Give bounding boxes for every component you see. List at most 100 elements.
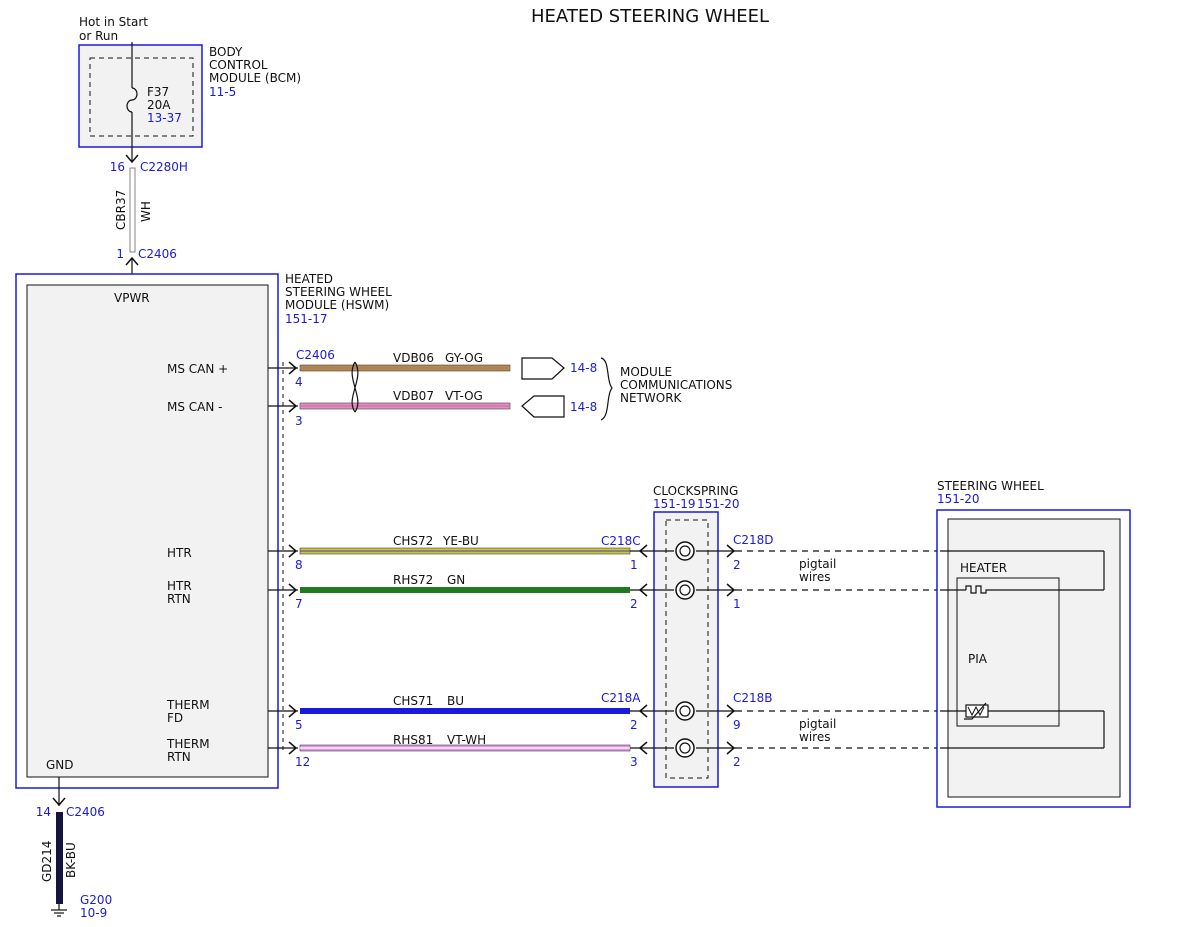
clockspring-inner-dashed [665, 519, 709, 779]
mscan-minus-chevron-icon [288, 399, 298, 413]
gnd-wire-color: BK-BU [64, 842, 78, 878]
bcm-ref: 11-5 [209, 85, 236, 99]
htr-rtn-out-pin: 1 [733, 597, 741, 611]
therm-fd-color: BU [447, 694, 464, 708]
steering-wheel-label: STEERING WHEEL [937, 479, 1044, 493]
pin-label-mscan-minus: MS CAN - [167, 400, 223, 414]
bcm-label-3: MODULE (BCM) [209, 71, 301, 85]
pin-label-therm-rtn-1: THERM [166, 737, 210, 751]
pin-label-mscan-plus: MS CAN + [167, 362, 228, 376]
network-label-2: COMMUNICATIONS [620, 378, 732, 392]
fuse-rating: 20A [147, 98, 171, 112]
bcm-label-1: BODY [209, 45, 243, 59]
gnd-wire [56, 812, 63, 904]
heater-element-icon [965, 585, 990, 594]
htr-out-pin: 2 [733, 558, 741, 572]
hswm-label-2: STEERING WHEEL [285, 285, 392, 299]
feed-wire-color: WH [139, 201, 153, 222]
pin-label-htr: HTR [167, 546, 192, 560]
network-label-1: MODULE [620, 365, 672, 379]
fuse-ref: 13-37 [147, 111, 182, 125]
mscan-minus-color: VT-OG [445, 389, 483, 403]
gnd-connector: C2406 [66, 805, 105, 819]
bcm-connector: C2280H [140, 160, 188, 174]
clockspring-ref-1: 151-19 [653, 497, 696, 511]
therm-rtn-cs-pin: 3 [630, 755, 638, 769]
steering-wheel-ref: 151-20 [937, 492, 980, 506]
clockspring-channel-1 [630, 541, 736, 561]
hswm-vpwr-label: VPWR [114, 291, 150, 305]
pin-label-therm-fd-2: FD [167, 711, 183, 725]
mscan-plus-terminal-arrow-icon [521, 357, 565, 380]
ground-id: G200 [80, 893, 112, 907]
mscan-plus-pin: 4 [295, 375, 303, 389]
hswm-top-connector: C2406 [138, 247, 177, 261]
network-brace-icon [600, 357, 613, 421]
htr-circuit: CHS72 [393, 534, 433, 548]
hswm-label-1: HEATED [285, 272, 333, 286]
htr-rtn-wire [300, 587, 630, 593]
therm-fd-chevron-icon [288, 704, 298, 718]
thermistor-icon [964, 702, 989, 720]
pia-box [956, 577, 1060, 727]
clockspring-channel-3 [630, 701, 736, 721]
clockspring-channel-2 [630, 580, 736, 600]
pigtail-label-1b: wires [799, 570, 830, 584]
mscan-plus-color: GY-OG [445, 351, 483, 365]
mscan-connector: C2406 [296, 348, 335, 362]
clockspring-label: CLOCKSPRING [653, 484, 738, 498]
feed-wire-circuit: CBR37 [114, 190, 128, 230]
therm-fd-out-pin: 9 [733, 718, 741, 732]
diagram-title: HEATED STEERING WHEEL [531, 6, 769, 27]
mscan-minus-terminal-arrow-icon [521, 395, 565, 418]
htr-rtn-chevron-icon [288, 583, 298, 597]
pin-label-htr-rtn-1: HTR [167, 579, 192, 593]
gnd-wire-circuit: GD214 [40, 841, 54, 882]
fuse-icon [126, 87, 138, 113]
htr-cs-pin: 1 [630, 558, 638, 572]
htr-rtn-circuit: RHS72 [393, 573, 433, 587]
hswm-ref: 151-17 [285, 312, 328, 326]
pin-label-therm-rtn-2: RTN [167, 750, 191, 764]
twisted-pair-icon [351, 361, 359, 413]
pin-label-htr-rtn-2: RTN [167, 592, 191, 606]
htr-color: YE-BU [442, 534, 479, 548]
htr-rtn-cs-pin: 2 [630, 597, 638, 611]
mscan-plus-ref: 14-8 [570, 361, 597, 375]
mscan-minus-pin: 3 [295, 414, 303, 428]
htr-rtn-color: GN [447, 573, 465, 587]
hswm-gnd-label: GND [46, 758, 74, 772]
hswm-top-pin: 1 [116, 247, 124, 261]
therm-rtn-chevron-icon [288, 741, 298, 755]
ground-symbol-icon [51, 904, 67, 917]
mscan-plus-chevron-icon [288, 361, 298, 375]
pigtail-label-2a: pigtail [799, 717, 836, 731]
therm-rtn-pin: 12 [295, 755, 310, 769]
ground-ref: 10-9 [80, 906, 107, 920]
power-source-label-2: or Run [79, 29, 118, 43]
bcm-box [78, 44, 203, 148]
hswm-inner-box [26, 284, 269, 778]
clockspring-channel-4 [630, 738, 736, 758]
therm-fd-wire [300, 708, 630, 714]
therm-rtn-out-pin: 2 [733, 755, 741, 769]
feed-wire-wh [129, 167, 136, 253]
htr-connector: C218C [601, 534, 641, 548]
htr-pin: 8 [295, 558, 303, 572]
network-label-3: NETWORK [620, 391, 683, 405]
hswm-label-3: MODULE (HSWM) [285, 298, 389, 312]
mscan-minus-ref: 14-8 [570, 400, 597, 414]
therm-fd-circuit: CHS71 [393, 694, 433, 708]
htr-rtn-pin: 7 [295, 597, 303, 611]
bcm-pin: 16 [110, 160, 125, 174]
therm-fd-pin: 5 [295, 718, 303, 732]
pigtail-label-2b: wires [799, 730, 830, 744]
power-source-label-1: Hot in Start [79, 15, 148, 29]
bcm-connector-chevron-icon [125, 154, 139, 164]
therm-fd-cs-pin: 2 [630, 718, 638, 732]
htr-chevron-icon [288, 544, 298, 558]
therm-rtn-circuit: RHS81 [393, 733, 433, 747]
therm-rtn-color: VT-WH [447, 733, 486, 747]
mscan-plus-circuit: VDB06 [393, 351, 434, 365]
